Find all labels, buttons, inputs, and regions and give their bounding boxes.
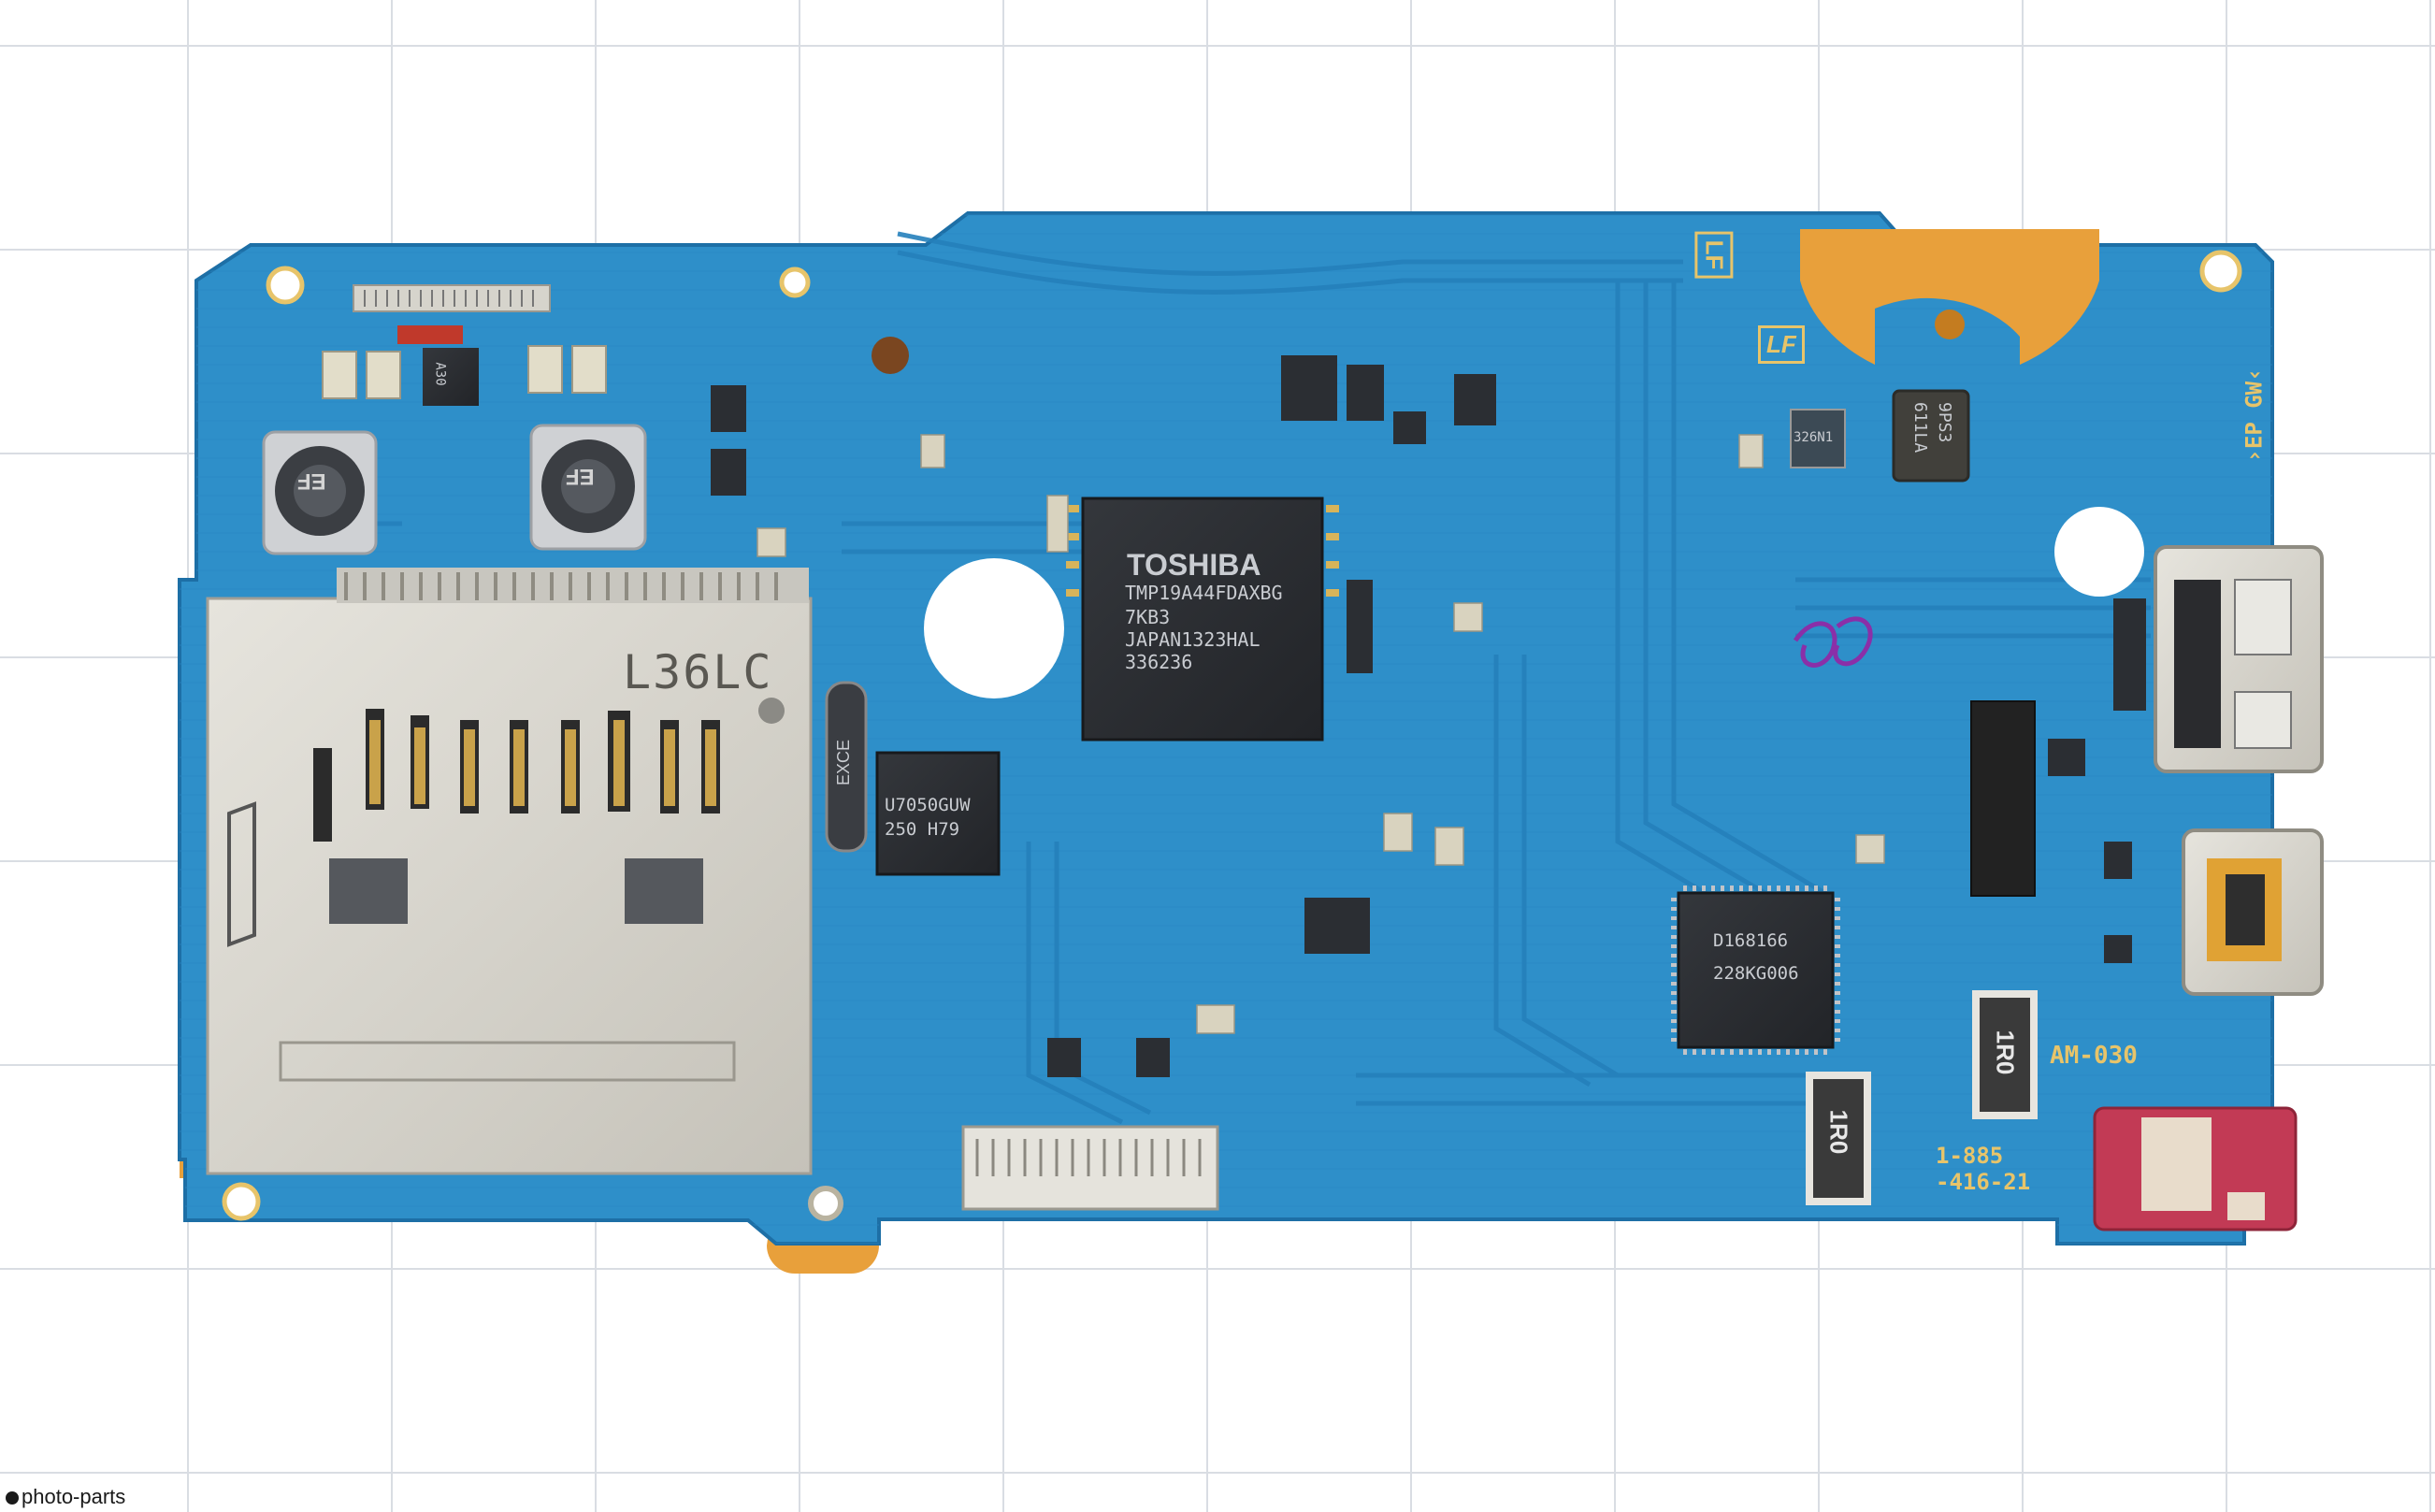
resistor-a [1806, 1072, 1871, 1205]
memory-chip [875, 751, 1001, 876]
marker-scribble [1793, 616, 1873, 668]
gold-arc-pad [1800, 229, 2099, 365]
board-id-label: AM-030 [2050, 1042, 2138, 1070]
ic-right-b-label: 9PS3 [1935, 402, 1954, 443]
hdmi-chip-line2: 228KG006 [1713, 963, 1799, 984]
crystal-label: EXCE [834, 739, 854, 786]
ic-right-c-label: 611LA [1910, 402, 1930, 454]
resistor-b [1972, 990, 2038, 1119]
card-reader-label: L36LC [623, 645, 773, 699]
ic-top-left-label: A30 [432, 362, 448, 386]
main-chip-line3: 7KB3 [1125, 606, 1171, 628]
mem-chip-line2: 250 H79 [885, 819, 960, 840]
trace-bundles [281, 231, 2151, 1125]
mounting-hole [222, 1182, 261, 1221]
mounting-hole [808, 1186, 843, 1221]
mounting-hole [266, 266, 305, 305]
ic-right-a [1790, 409, 1846, 468]
ic-right-a-label: 326N1 [1794, 430, 1834, 445]
ic-regulator [423, 348, 479, 406]
main-processor-chip [1081, 497, 1324, 742]
lf-logo-1: LF [1694, 231, 1734, 279]
main-chip-line4: JAPAN1323HAL [1125, 628, 1261, 651]
watermark: photo-parts [6, 1485, 125, 1509]
top-flex-connector [353, 284, 551, 312]
mounting-hole [779, 266, 811, 298]
resistor-b-label: 1R0 [1991, 1030, 2020, 1075]
crystal-oscillator [825, 681, 868, 853]
lf-logo-2: LF [1758, 325, 1805, 364]
inductor-left-label: EF [297, 468, 326, 494]
inductor-right-label: EF [566, 464, 595, 489]
large-hole-right [2054, 507, 2144, 597]
hdmi-controller-chip [1677, 891, 1835, 1049]
watermark-icon [6, 1491, 19, 1505]
hdmi-chip-line1: D168166 [1713, 930, 1789, 951]
resistor-a-label: 1R0 [1824, 1109, 1853, 1155]
sd-card-slot [206, 597, 813, 1175]
main-chip-brand: TOSHIBA [1127, 548, 1261, 582]
mounting-hole [2199, 250, 2242, 293]
part-number-line2: -416-21 [1936, 1169, 2031, 1195]
main-chip-line5: 336236 [1125, 651, 1193, 673]
bottom-flex-connector [961, 1125, 1219, 1211]
side-mark-label: ›EP GW‹ [2240, 367, 2268, 463]
black-connector-vertical [1970, 700, 2036, 897]
part-number-line1: 1-885 [1936, 1143, 2004, 1169]
mem-chip-line1: U7050GUW [885, 795, 971, 815]
smd-components [711, 355, 2146, 1077]
main-chip-line2: TMP19A44FDAXBG [1125, 582, 1283, 604]
ic-right-b [1892, 389, 1970, 482]
large-hole [924, 558, 1064, 698]
watermark-text: photo-parts [22, 1485, 126, 1508]
